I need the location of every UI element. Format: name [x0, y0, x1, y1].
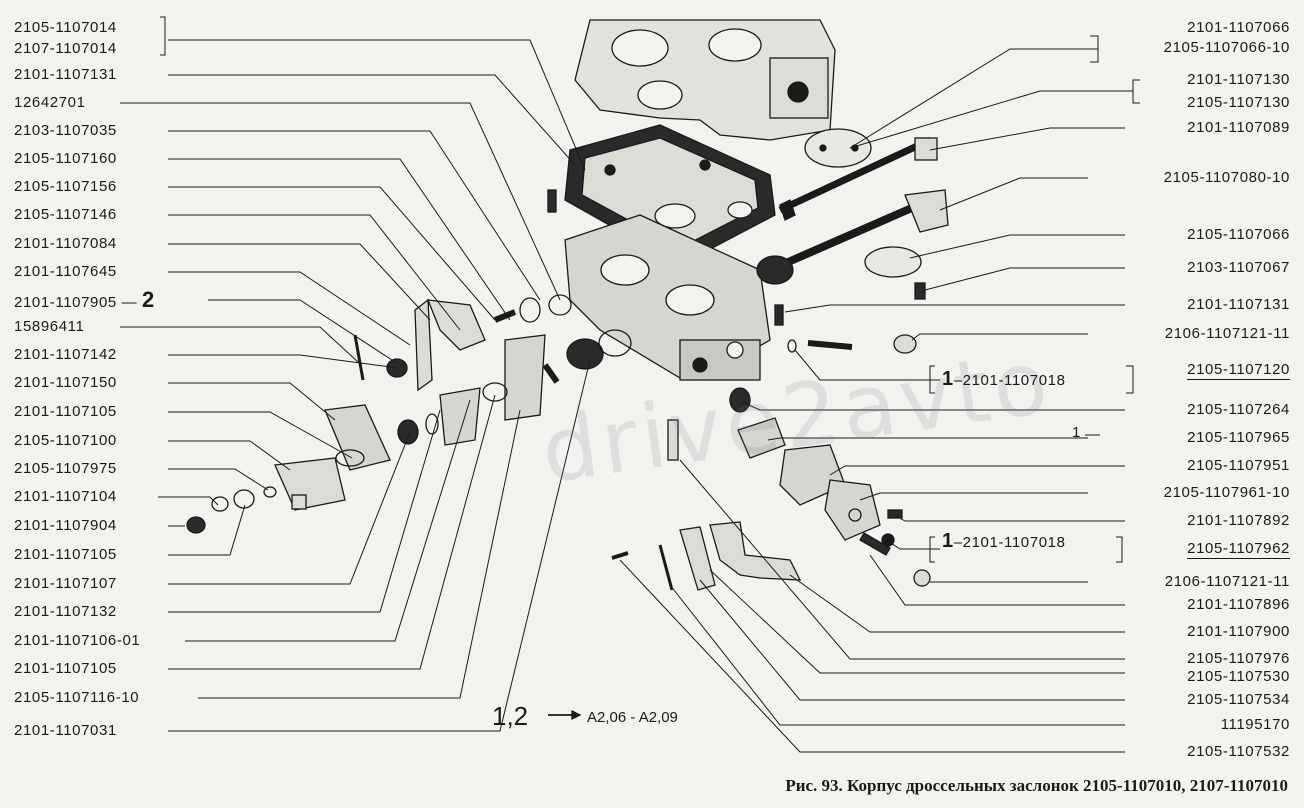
bracket-part: –2101-1107018	[953, 534, 1066, 551]
part-label-left-7: 2105-1107156	[14, 178, 117, 195]
applicability-note-range: A2,06 - A2,09	[587, 709, 678, 726]
part-label-left-14: 2101-1107150	[14, 374, 117, 391]
part-label-right-22: 2105-1107530	[1187, 668, 1290, 685]
callout-number: 2	[142, 287, 155, 312]
part-label-right-16: 2101-1107892	[1187, 512, 1290, 529]
part-label-left-22: 2101-1107132	[14, 603, 117, 620]
part-label-left-10: 2101-1107645	[14, 263, 117, 280]
part-label-right-18: 2106-1107121-11	[1164, 573, 1290, 590]
part-label-right-9: 2101-1107131	[1187, 296, 1290, 313]
part-label-right-19: 2101-1107896	[1187, 596, 1290, 613]
part-label-left-19: 2101-1107904	[14, 517, 117, 534]
bracket-note-1: 1–2101-1107018	[942, 368, 1066, 390]
part-label-right-2: 2105-1107066-10	[1163, 39, 1290, 56]
part-label-left-18: 2101-1107104	[14, 488, 117, 505]
part-label-right-15: 2105-1107961-10	[1163, 484, 1290, 501]
part-label-right-12: 2105-1107264	[1187, 401, 1290, 418]
note-arrowhead	[571, 709, 582, 721]
part-label-left-26: 2101-1107031	[14, 722, 117, 739]
part-label-right-23: 2105-1107534	[1187, 691, 1290, 708]
part-label-left-20: 2101-1107105	[14, 546, 117, 563]
part-label-left-12: 15896411	[14, 318, 85, 335]
part-label-right-13: 2105-1107965	[1187, 429, 1290, 446]
part-label-left-6: 2105-1107160	[14, 150, 117, 167]
part-label-left-9: 2101-1107084	[14, 235, 117, 252]
part-label-left-4: 12642701	[14, 94, 86, 111]
bracket-part: –2101-1107018	[953, 372, 1066, 389]
part-label-right-6: 2105-1107080-10	[1163, 169, 1290, 186]
part-label-left-23: 2101-1107106-01	[14, 632, 141, 649]
part-label-left-11: 2101-1107905 — 2	[14, 289, 155, 311]
leader-lines-left	[120, 39, 591, 732]
part-label-left-13: 2101-1107142	[14, 346, 117, 363]
bracket-note-2: 1–2101-1107018	[942, 530, 1066, 552]
leader-lines-right	[160, 16, 1140, 753]
part-label-left-15: 2101-1107105	[14, 403, 117, 420]
part-label-right-21: 2105-1107976	[1187, 650, 1290, 667]
part-label-left-25: 2105-1107116-10	[14, 689, 140, 706]
part-label-left-24: 2101-1107105	[14, 660, 117, 677]
part-label-left-2: 2107-1107014	[14, 40, 117, 57]
figure-caption: Рис. 93. Корпус дроссельных заслонок 210…	[785, 776, 1288, 795]
part-label-right-7: 2105-1107066	[1187, 226, 1290, 243]
part-label-right-14: 2105-1107951	[1187, 457, 1290, 474]
part-label-left-8: 2105-1107146	[14, 206, 117, 223]
throttle-shafts-drawing	[756, 128, 949, 285]
small-screws-drawing	[547, 189, 926, 461]
part-label-left-17: 2105-1107975	[14, 460, 117, 477]
part-label-right-20: 2101-1107900	[1187, 623, 1290, 640]
lever-parts-drawing	[186, 294, 632, 534]
carburetor-body-drawing	[574, 19, 836, 141]
part-label-right-3: 2101-1107130	[1187, 71, 1290, 88]
part-label-right-10: 2106-1107121-11	[1164, 325, 1290, 342]
throttle-body-drawing	[564, 214, 771, 381]
part-label-left-3: 2101-1107131	[14, 66, 117, 83]
part-number: 2101-1107905	[14, 294, 117, 311]
part-label-right-11: 2105-1107120	[1187, 361, 1290, 380]
part-label-right-24: 11195170	[1220, 716, 1290, 733]
linkage-drawing	[611, 521, 802, 591]
assembly-number: 2105-1107962	[1187, 540, 1290, 559]
callout-number: 1	[942, 368, 954, 390]
gasket-drawing	[564, 124, 776, 266]
callout-number: 1	[942, 530, 954, 552]
part-label-right-25: 2105-1107532	[1187, 743, 1290, 760]
pump-assembly-drawing	[737, 417, 931, 587]
part-label-right-8: 2103-1107067	[1187, 259, 1290, 276]
part-label-right-17: 2105-1107962	[1187, 540, 1290, 559]
part-label-right-5: 2101-1107089	[1187, 119, 1290, 136]
part-label-left-1: 2105-1107014	[14, 19, 117, 36]
part-label-left-16: 2105-1107100	[14, 432, 117, 449]
part-label-right-1: 2101-1107066	[1187, 19, 1290, 36]
applicability-note-callouts: 1,2	[492, 701, 529, 731]
callout-1-marker: 1	[1072, 424, 1081, 441]
callout-dash: —	[116, 294, 142, 311]
assembly-number: 2105-1107120	[1187, 361, 1290, 380]
part-label-right-4: 2105-1107130	[1187, 94, 1290, 111]
part-label-left-5: 2103-1107035	[14, 122, 117, 139]
part-label-left-21: 2101-1107107	[14, 575, 117, 592]
